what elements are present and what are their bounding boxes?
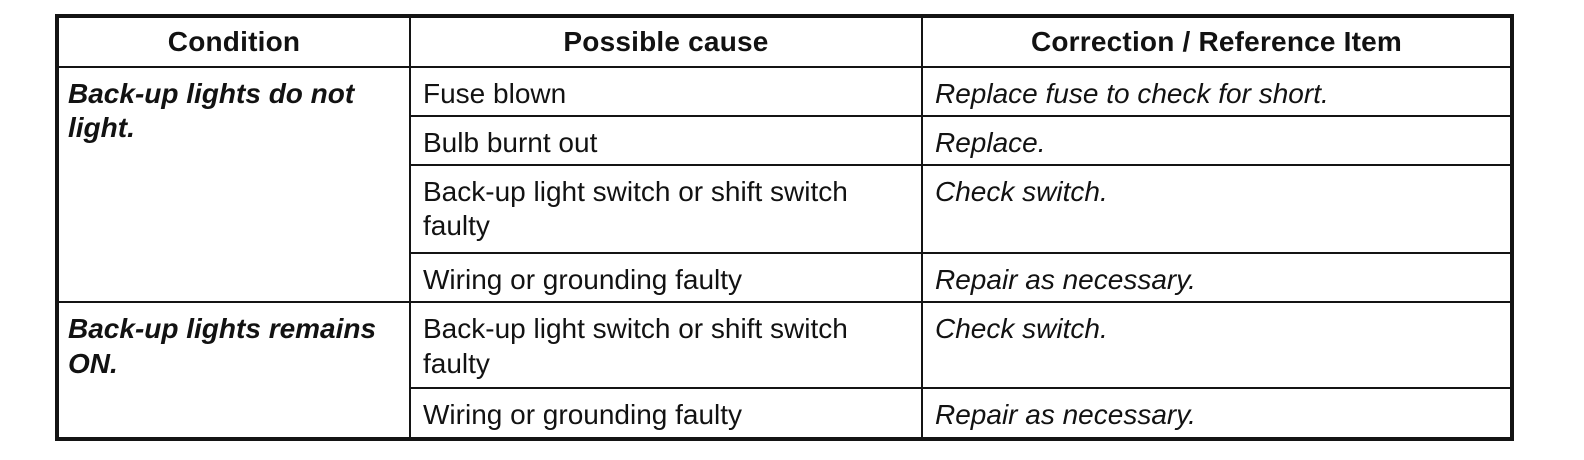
cause-cell-wiring-grounding-faulty-2: Wiring or grounding faulty (409, 387, 923, 440)
table-row: Wiring or grounding faulty Repair as nec… (57, 387, 1513, 440)
correction-cell-replace-fuse: Replace fuse to check for short. (921, 65, 1513, 118)
header-condition: Condition (56, 15, 411, 68)
cause-cell-fuse-blown: Fuse blown (409, 65, 923, 118)
table-row: Back-up lights do not light. Fuse blown … (56, 65, 1513, 304)
correction-cell-check-switch-2: Check switch. (921, 301, 1513, 390)
condition-cell-backup-lights-do-not-light: Back-up lights do not light. (56, 65, 411, 304)
table-row: Back-up lights remains ON. Back-up light… (56, 301, 1513, 440)
cause-cell-wiring-grounding-faulty: Wiring or grounding faulty (409, 252, 923, 304)
correction-cell-repair-as-necessary: Repair as necessary. (921, 252, 1513, 304)
header-correction-reference-item: Correction / Reference Item (921, 15, 1513, 68)
troubleshooting-table: Condition Possible cause Correction / Re… (55, 14, 1514, 441)
cause-cell-bulb-burnt-out: Bulb burnt out (409, 115, 923, 167)
header-row: Condition Possible cause Correction / Re… (56, 15, 1513, 68)
cause-cell-backup-light-switch-faulty: Back-up light switch or shift switch fau… (409, 164, 923, 255)
table-row: Bulb burnt out Replace. (57, 115, 1513, 167)
condition-cell-backup-lights-remains-on: Back-up lights remains ON. (56, 301, 411, 440)
table-row: Back-up light switch or shift switch fau… (57, 164, 1513, 255)
correction-cell-check-switch: Check switch. (921, 164, 1513, 255)
table-row: Wiring or grounding faulty Repair as nec… (57, 252, 1513, 304)
correction-cell-replace: Replace. (921, 115, 1513, 167)
cause-cell-backup-light-switch-faulty-2: Back-up light switch or shift switch fau… (409, 301, 923, 390)
correction-cell-repair-as-necessary-2: Repair as necessary. (921, 387, 1513, 440)
header-possible-cause: Possible cause (409, 15, 923, 68)
